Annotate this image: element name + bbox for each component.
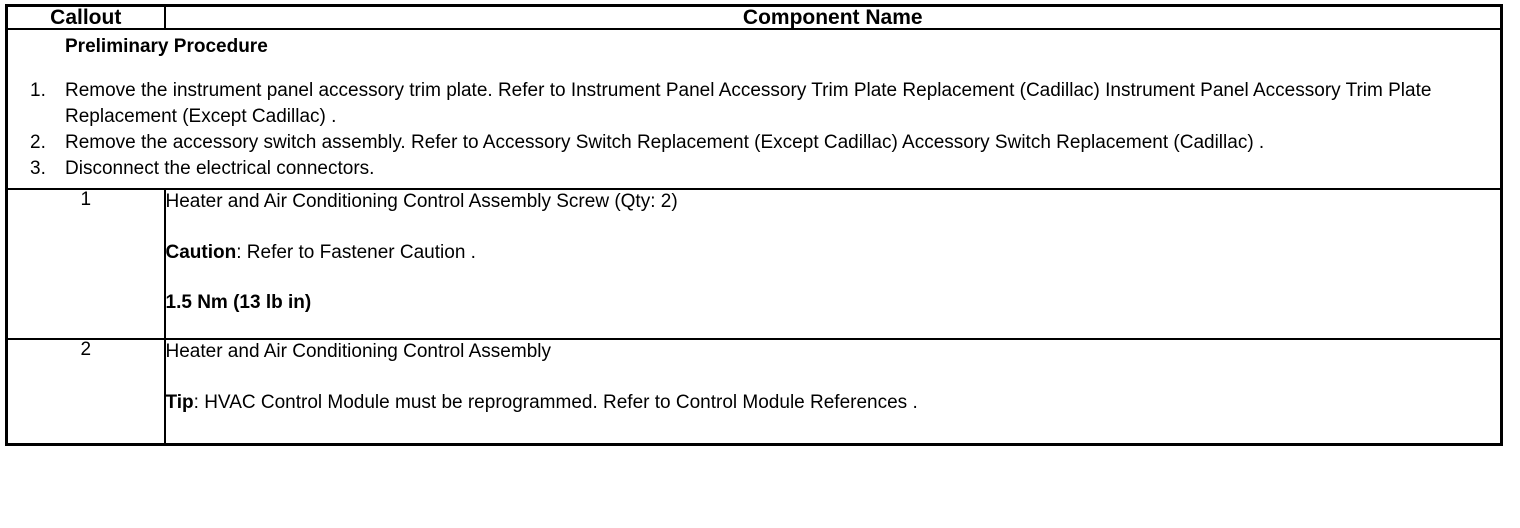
step-number: 2.	[30, 131, 46, 153]
tip-label: Tip	[165, 391, 194, 413]
step-text: Disconnect the electrical connectors.	[65, 157, 375, 179]
component-name-text: Heater and Air Conditioning Control Asse…	[165, 340, 551, 362]
component-name-text: Heater and Air Conditioning Control Asse…	[165, 190, 678, 212]
service-procedure-table: Callout Component Name Preliminary Proce…	[5, 4, 1503, 447]
header-row: Callout Component Name	[5, 4, 1503, 30]
caution-label: Caution	[165, 241, 237, 263]
callout-number: 2	[5, 337, 166, 446]
table-row: 2 Heater and Air Conditioning Control As…	[5, 337, 1503, 446]
component-description-cell: Heater and Air Conditioning Control Asse…	[163, 337, 1503, 446]
step-text: Remove the accessory switch assembly. Re…	[65, 131, 1265, 153]
preliminary-procedure-cell: Preliminary Procedure 1. Remove the inst…	[5, 28, 1503, 190]
step-number: 3.	[30, 157, 46, 179]
column-header-callout: Callout	[5, 4, 166, 30]
preliminary-steps-list: 1. Remove the instrument panel accessory…	[8, 78, 1500, 182]
caution-note: Caution: Refer to Fastener Caution .	[166, 241, 1501, 266]
column-header-component-name: Component Name	[163, 4, 1503, 30]
step-number: 1.	[30, 79, 46, 101]
tip-note: Tip: HVAC Control Module must be reprogr…	[166, 391, 1501, 416]
torque-value: 1.5 Nm (13 lb in)	[165, 292, 312, 314]
caution-text: : Refer to Fastener Caution .	[236, 241, 476, 263]
tip-text: : HVAC Control Module must be reprogramm…	[193, 391, 918, 413]
table-header: Callout Component Name	[5, 4, 1503, 30]
list-item: 2. Remove the accessory switch assembly.…	[8, 130, 1500, 156]
torque-spec: 1.5 Nm (13 lb in)	[166, 291, 1501, 316]
component-description-cell: Heater and Air Conditioning Control Asse…	[163, 187, 1503, 340]
table-body: Preliminary Procedure 1. Remove the inst…	[5, 28, 1503, 446]
callout-number: 1	[5, 187, 166, 340]
preliminary-procedure-row: Preliminary Procedure 1. Remove the inst…	[5, 28, 1503, 190]
list-item: 3. Disconnect the electrical connectors.	[8, 156, 1500, 182]
list-item: 1. Remove the instrument panel accessory…	[8, 78, 1500, 130]
preliminary-procedure-title: Preliminary Procedure	[65, 36, 268, 57]
step-text: Remove the instrument panel accessory tr…	[65, 79, 1432, 127]
table-row: 1 Heater and Air Conditioning Control As…	[5, 187, 1503, 340]
